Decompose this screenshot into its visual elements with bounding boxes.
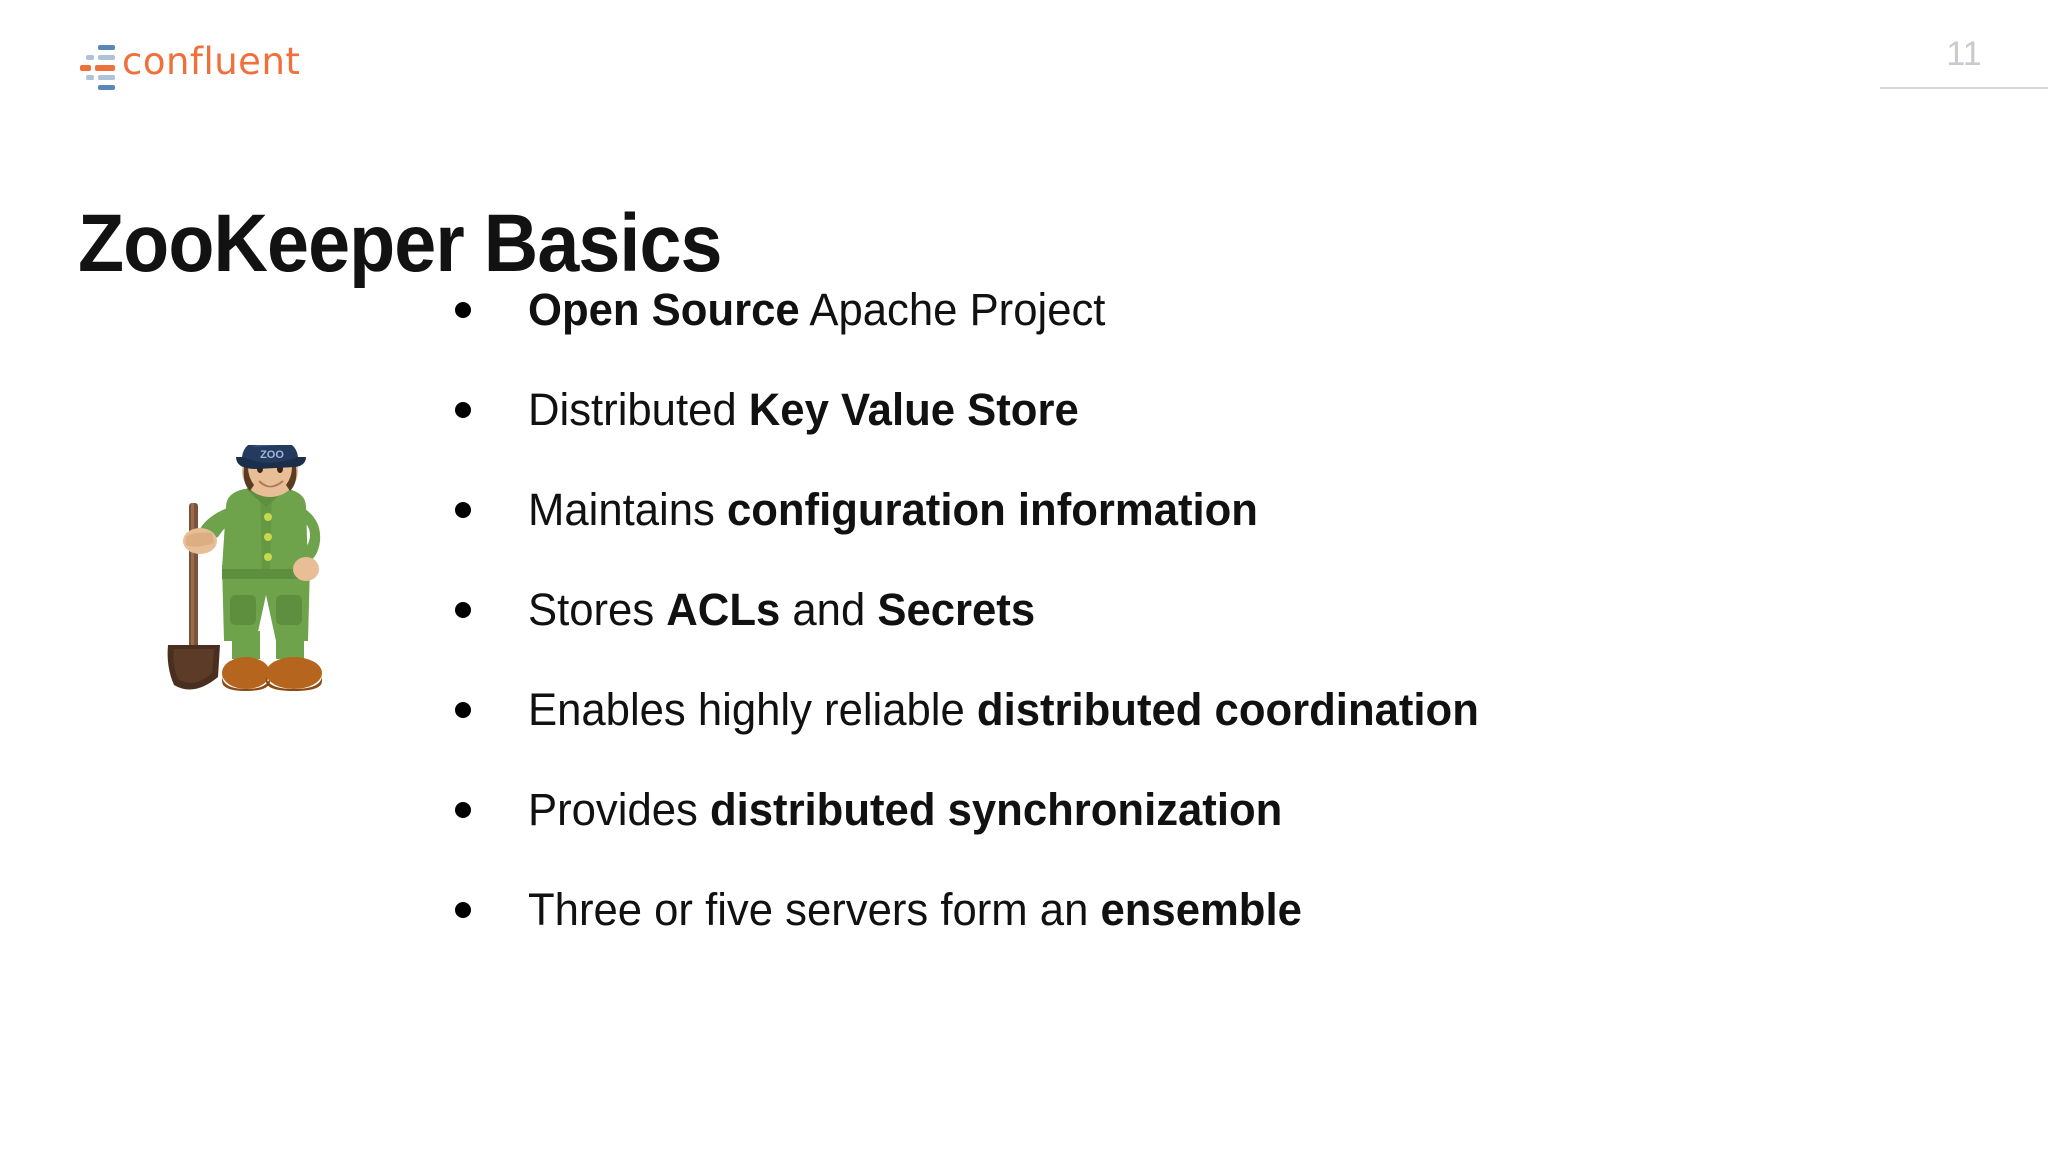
plain-text: Provides	[528, 784, 710, 835]
page-number: 11	[1946, 35, 1982, 73]
list-item: Open Source Apache Project	[455, 282, 1955, 382]
bullet-dot-icon	[455, 402, 471, 418]
list-item-label: Enables highly reliable distributed coor…	[528, 682, 1479, 738]
emphasis-text: configuration information	[726, 484, 1258, 535]
plain-text: Stores	[528, 584, 667, 635]
plain-text: Distributed	[528, 384, 749, 435]
confluent-wordmark: confluent	[122, 39, 301, 83]
emphasis-text: Open Source	[528, 284, 800, 335]
plain-text: Enables highly reliable	[528, 684, 977, 735]
list-item: Maintains configuration information	[455, 482, 1955, 582]
plain-text: Three or five servers form an	[528, 884, 1101, 935]
list-item-label: Provides distributed synchronization	[528, 782, 1282, 838]
list-item: Three or five servers form an ensemble	[455, 882, 1955, 982]
emphasis-text: distributed coordination	[976, 684, 1479, 735]
page-title: ZooKeeper Basics	[78, 197, 722, 289]
list-item-label: Open Source Apache Project	[528, 282, 1105, 338]
emphasis-text: distributed synchronization	[709, 784, 1283, 835]
bullet-dot-icon	[455, 702, 471, 718]
confluent-logo[interactable]: confluent	[78, 38, 301, 90]
emphasis-text: Secrets	[877, 584, 1036, 635]
bullet-dot-icon	[455, 602, 471, 618]
bullet-dot-icon	[455, 902, 471, 918]
zookeeper-mascot-icon: ZOO	[160, 445, 350, 703]
plain-text: Maintains	[528, 484, 727, 535]
bullet-dot-icon	[455, 302, 471, 318]
page-number-rule	[1880, 86, 2048, 89]
emphasis-text: Key Value Store	[748, 384, 1079, 435]
bullet-dot-icon	[455, 502, 471, 518]
page-number-block: 11	[1880, 34, 2048, 89]
emphasis-text: ensemble	[1100, 884, 1302, 935]
bullet-dot-icon	[455, 802, 471, 818]
plain-text: and	[780, 584, 878, 635]
list-item-label: Stores ACLs and Secrets	[528, 582, 1035, 638]
list-item: Enables highly reliable distributed coor…	[455, 682, 1955, 782]
svg-text:ZOO: ZOO	[260, 449, 284, 461]
emphasis-text: ACLs	[666, 584, 781, 635]
plain-text: Apache Project	[799, 284, 1106, 335]
list-item-label: Distributed Key Value Store	[528, 382, 1079, 438]
confluent-logo-mark-icon	[78, 39, 120, 90]
list-item-label: Maintains configuration information	[528, 482, 1258, 538]
list-item-label: Three or five servers form an ensemble	[528, 882, 1302, 938]
list-item: Stores ACLs and Secrets	[455, 582, 1955, 682]
list-item: Provides distributed synchronization	[455, 782, 1955, 882]
list-item: Distributed Key Value Store	[455, 382, 1955, 482]
